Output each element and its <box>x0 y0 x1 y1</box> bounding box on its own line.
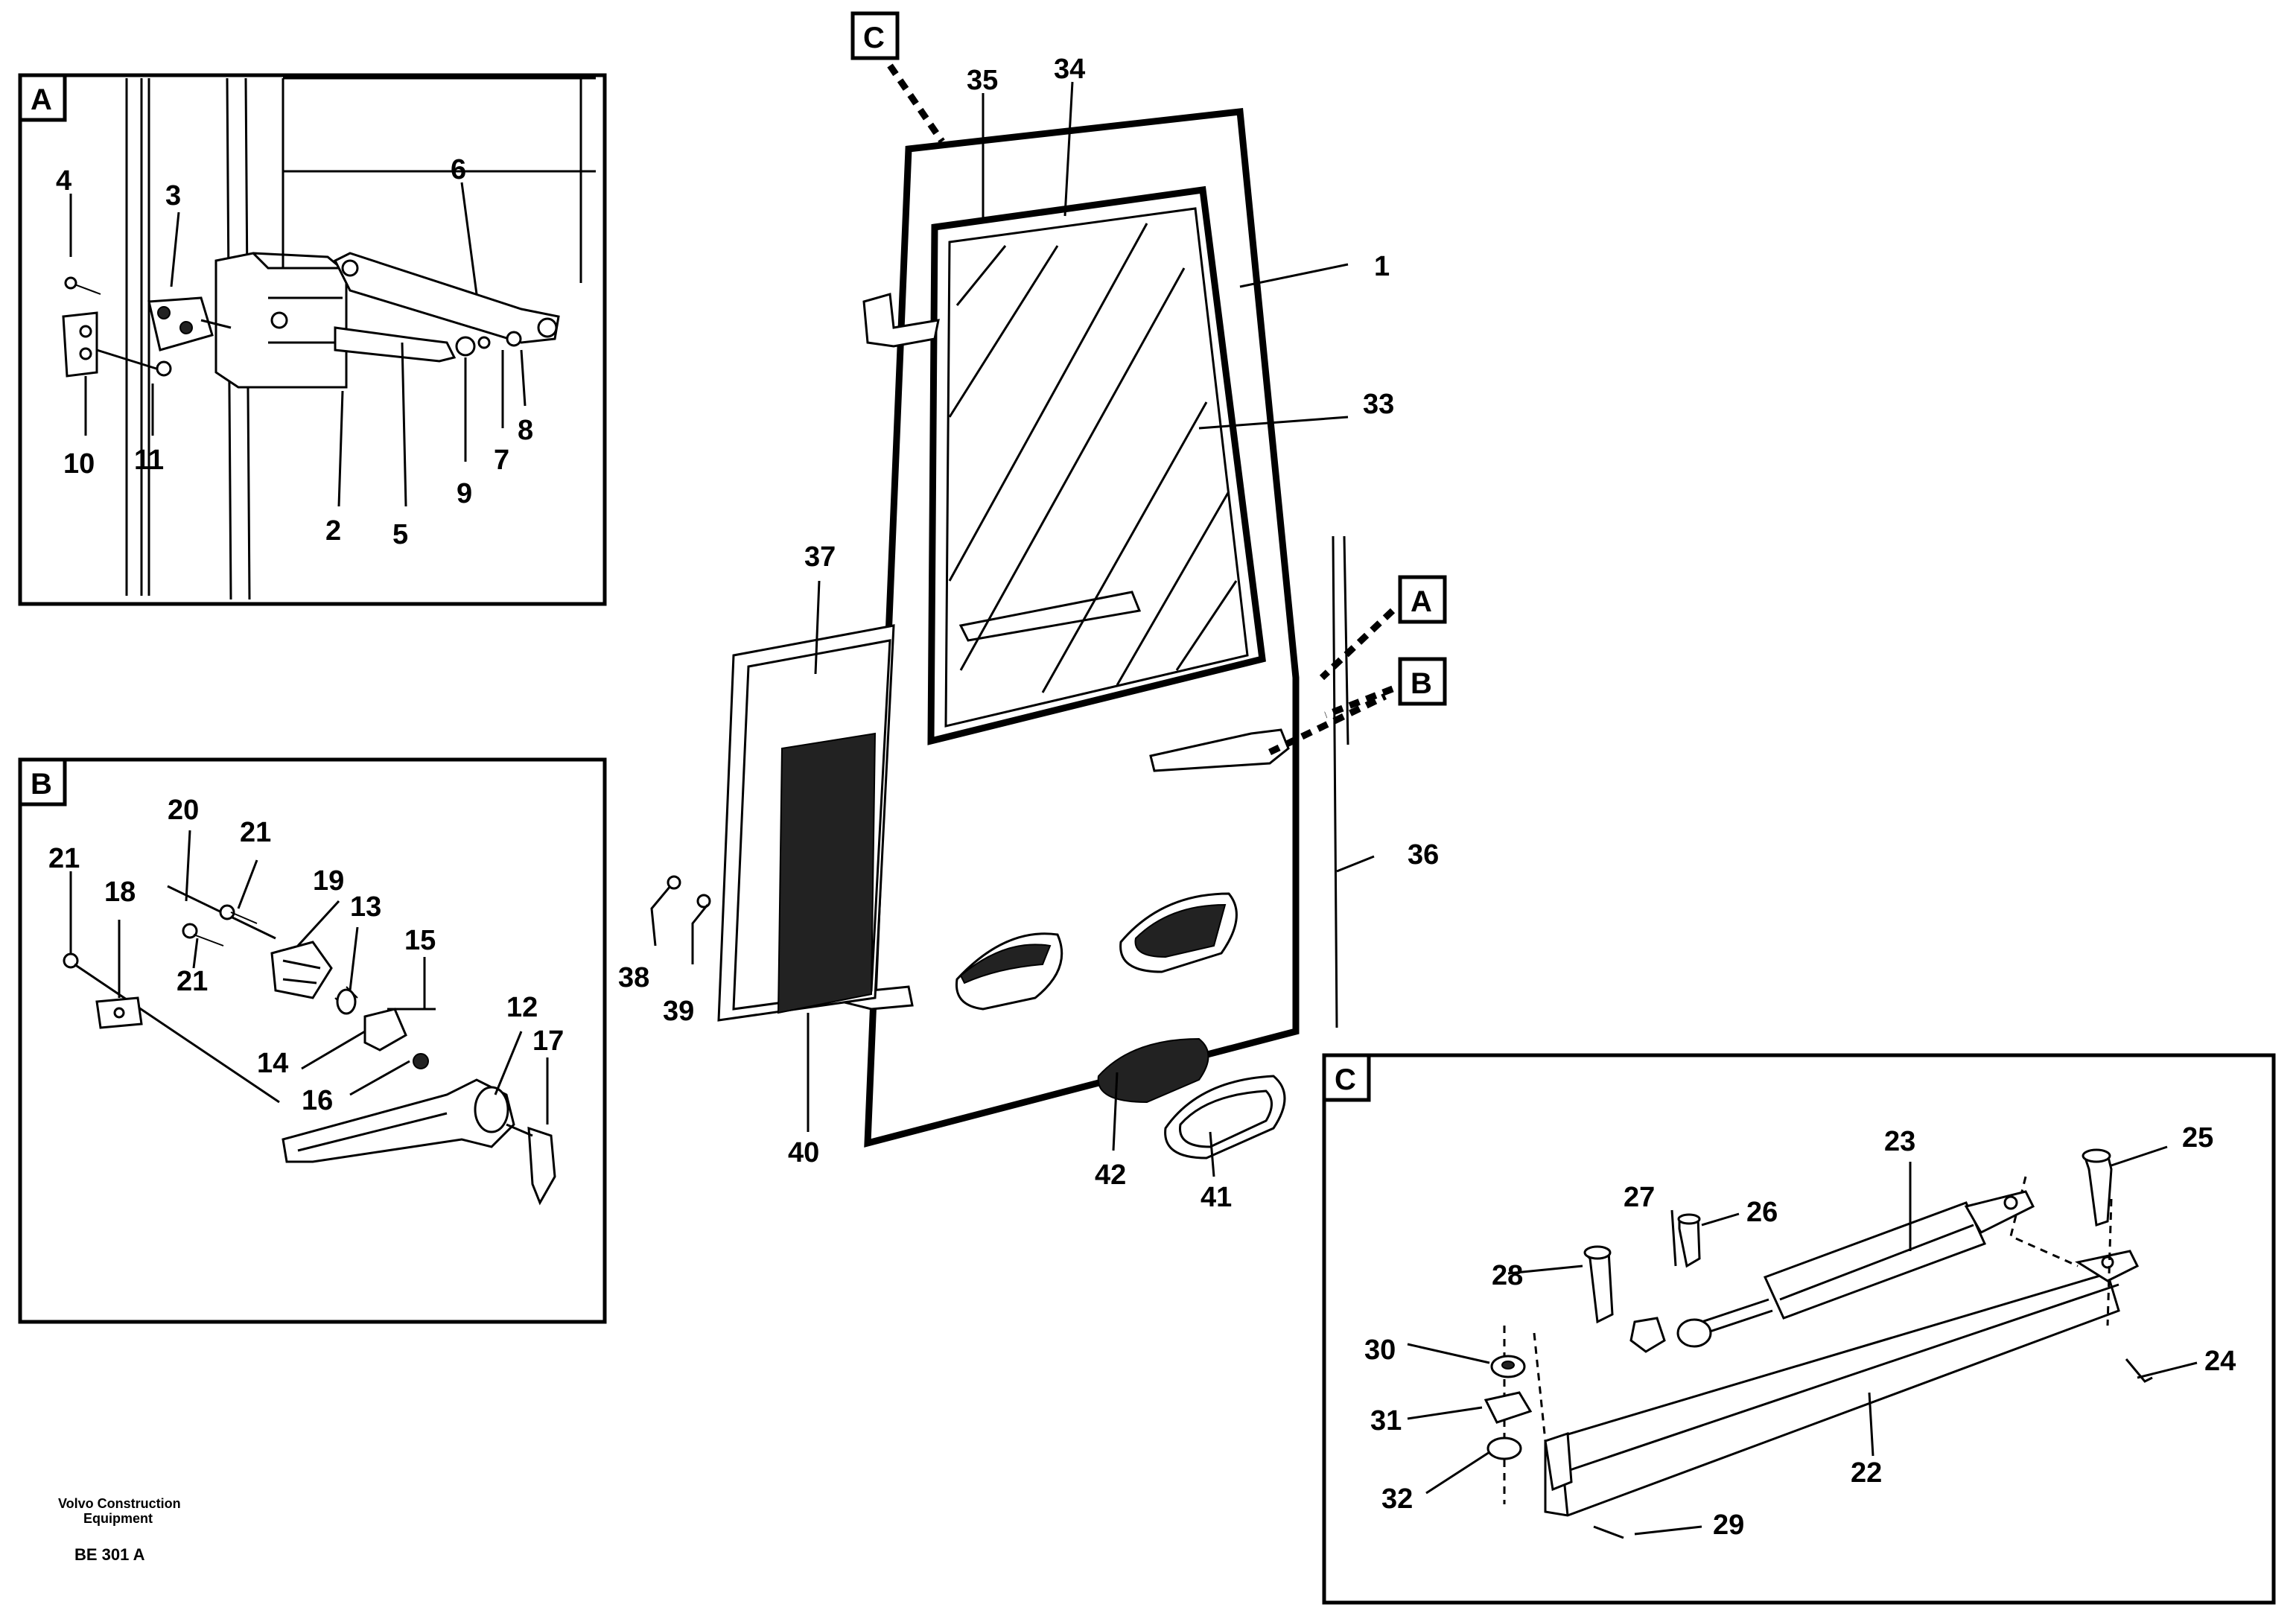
callout-28: 28 <box>1492 1260 1523 1291</box>
footer-company-line1: Volvo Construction <box>58 1496 181 1511</box>
callout-39: 39 <box>663 996 694 1027</box>
callout-20: 20 <box>168 795 199 826</box>
callout-21: 21 <box>177 966 208 997</box>
callout-10: 10 <box>63 448 95 480</box>
callout-36: 36 <box>1408 839 1439 871</box>
callout-23: 23 <box>1884 1126 1915 1157</box>
callout-19: 19 <box>313 865 344 897</box>
callout-16: 16 <box>302 1085 333 1116</box>
callout-8: 8 <box>518 415 533 446</box>
reflector-frame <box>1164 1075 1286 1159</box>
lock-lever <box>333 252 560 344</box>
pin-28 <box>1583 1250 1614 1324</box>
callout-25: 25 <box>2182 1122 2213 1154</box>
ref-box-a: A <box>1411 585 1432 618</box>
callout-4: 4 <box>56 165 71 197</box>
panel-a-label: A <box>31 83 52 116</box>
block-31 <box>1484 1391 1533 1424</box>
key <box>527 1126 556 1206</box>
pin-25 <box>2084 1153 2113 1227</box>
callout-13: 13 <box>350 891 381 923</box>
gas-strut <box>1763 1201 1987 1320</box>
callout-35: 35 <box>967 65 998 96</box>
callout-37: 37 <box>804 541 836 573</box>
callout-21: 21 <box>48 843 80 874</box>
callout-26: 26 <box>1746 1197 1778 1228</box>
callout-11: 11 <box>134 445 164 476</box>
callout-1: 1 <box>1374 251 1390 282</box>
nut-27 <box>1629 1317 1666 1353</box>
callout-12: 12 <box>506 992 538 1023</box>
hinge-upper <box>862 293 940 348</box>
callout-15: 15 <box>404 925 436 956</box>
callout-2: 2 <box>325 515 341 547</box>
panel-b-label: B <box>31 768 52 801</box>
ref-box-c: C <box>863 22 885 54</box>
callout-21: 21 <box>240 817 271 848</box>
main-door: C A <box>618 11 1447 1213</box>
callout-38: 38 <box>618 962 649 993</box>
callout-30: 30 <box>1364 1335 1396 1366</box>
callout-7: 7 <box>494 445 509 476</box>
callout-9: 9 <box>457 478 472 509</box>
panel-c-label: C <box>1335 1063 1356 1096</box>
callout-3: 3 <box>165 180 181 211</box>
door-handle <box>282 1078 515 1163</box>
channel-bar <box>1544 1272 2120 1517</box>
push-rod <box>334 326 457 363</box>
drawing-code: BE 301 A <box>74 1545 145 1564</box>
panel-c: C 23 25 27 <box>1322 1053 2276 1605</box>
striker <box>147 296 214 351</box>
footer: Volvo Construction Equipment BE 301 A <box>58 1496 181 1564</box>
window-frame <box>927 185 1266 745</box>
backing-plate <box>62 311 98 378</box>
callout-22: 22 <box>1851 1457 1882 1489</box>
callout-14: 14 <box>257 1048 288 1079</box>
ref-box-b: B <box>1411 667 1432 700</box>
callout-18: 18 <box>104 877 136 908</box>
callout-29: 29 <box>1713 1510 1744 1541</box>
callout-27: 27 <box>1624 1182 1655 1213</box>
callout-34: 34 <box>1054 54 1085 85</box>
callout-17: 17 <box>532 1025 564 1057</box>
lock-barrel <box>270 941 333 999</box>
lock-body <box>214 252 348 389</box>
callout-33: 33 <box>1363 389 1394 420</box>
insulation <box>777 732 877 1014</box>
reflector <box>1097 1037 1209 1104</box>
callout-24: 24 <box>2204 1346 2236 1377</box>
callout-31: 31 <box>1370 1405 1402 1437</box>
washer-32 <box>1486 1437 1522 1460</box>
handle-plate <box>95 996 143 1029</box>
callout-42: 42 <box>1095 1159 1126 1191</box>
footer-company-line2: Equipment <box>83 1511 153 1526</box>
callout-40: 40 <box>788 1137 819 1168</box>
panel-b: B 20 21 19 13 15 <box>18 757 607 1324</box>
callout-41: 41 <box>1201 1182 1232 1213</box>
panel-a: A 4 3 6 10 <box>18 73 607 606</box>
pin-26 <box>1678 1216 1701 1268</box>
door-seal <box>1332 535 1349 1028</box>
outer-door-handle <box>1149 728 1290 772</box>
callout-5: 5 <box>392 519 408 550</box>
callout-6: 6 <box>451 154 466 185</box>
callout-32: 32 <box>1381 1483 1413 1515</box>
lock-cylinder <box>363 1008 407 1052</box>
